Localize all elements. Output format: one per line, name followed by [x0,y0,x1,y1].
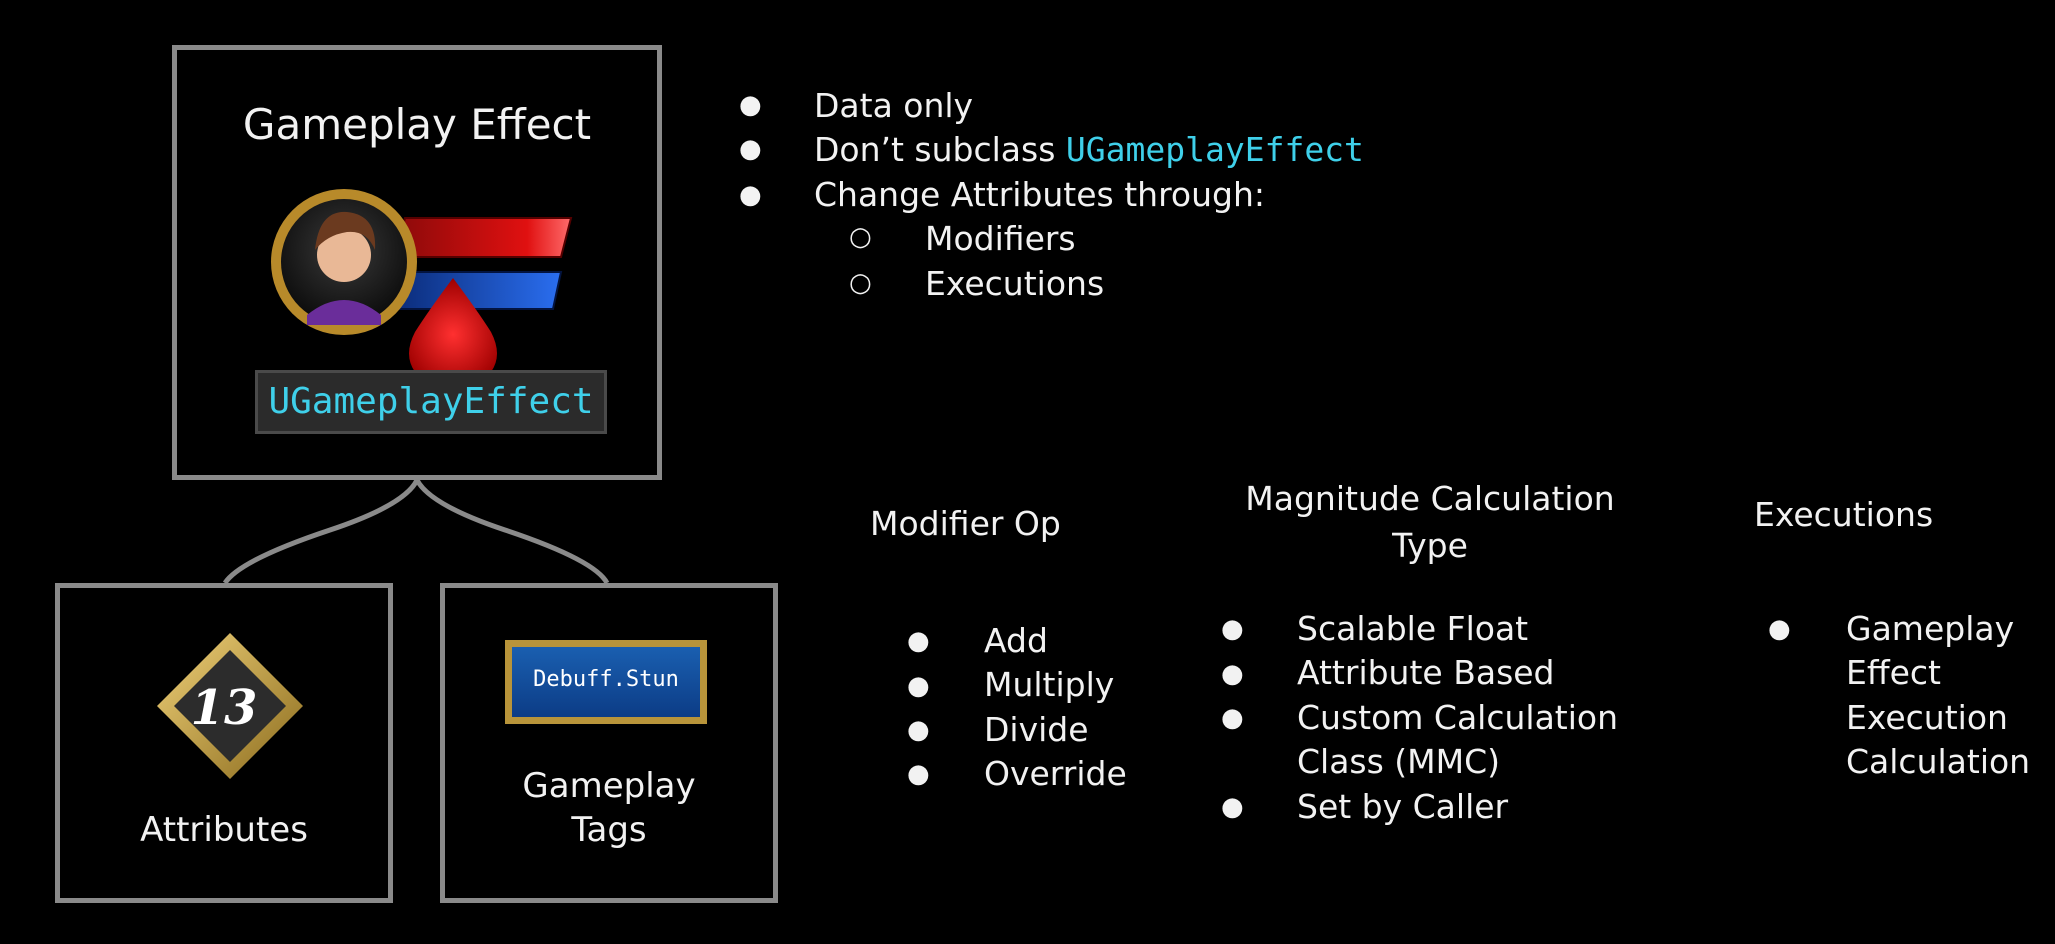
attribute-badge-number: 13 [190,680,258,736]
bullet-icon: ● [907,671,930,701]
modifier-op-item: Multiply [984,665,1115,704]
gameplay-effect-box: Gameplay Effect UGamepl [172,45,662,480]
gameplay-tags-label-line1: Gameplay [522,766,696,806]
attributes-label: Attributes [140,810,308,850]
executions-item-line2: Effect [1846,653,1941,692]
bullet-icon: ● [739,134,762,164]
magnitude-item: Set by Caller [1297,787,1509,826]
bullet-icon: ● [907,626,930,656]
bullet-icon: ● [1221,703,1244,733]
bullet-icon: ● [1768,614,1791,644]
bullet-icon: ● [739,90,762,120]
executions-item-line1: Gameplay [1846,609,2015,648]
class-label: UGameplayEffect [268,381,594,422]
note-item-2-text: Don’t subclass [814,130,1066,169]
magnitude-item: Attribute Based [1297,653,1555,692]
note-sub-1: Modifiers [925,219,1076,258]
executions-heading: Executions [1754,495,1934,534]
note-sub-2: Executions [925,264,1105,303]
gameplay-effect-title: Gameplay Effect [242,100,592,149]
executions-item-line4: Calculation [1846,742,2031,781]
note-item-1: Data only [814,86,974,125]
modifier-op-item: Override [984,754,1127,793]
note-item-2-code: UGameplayEffect [1065,130,1364,169]
gameplay-tags-label-line2: Tags [571,810,647,850]
modifier-op-item: Add [984,621,1048,660]
bullet-icon: ● [739,180,762,210]
gameplay-tags-box: Debuff.Stun Gameplay Tags [440,583,778,903]
magnitude-item: Custom Calculation [1297,698,1619,737]
note-item-3: Change Attributes through: [814,175,1266,214]
bullet-icon: ● [907,759,930,789]
attributes-box: 13 Attributes [55,583,393,903]
modifier-op-item: Divide [984,710,1089,749]
modifier-op-heading: Modifier Op [870,504,1061,543]
magnitude-heading-line2: Type [1392,526,1468,565]
bullet-icon: ● [907,715,930,745]
bullet-icon: ● [1221,792,1244,822]
executions-item-line3: Execution [1846,698,2008,737]
bullet-icon: ● [1221,614,1244,644]
attribute-badge-icon [157,633,303,779]
class-label-plate: UGameplayEffect [255,370,607,434]
tag-plate: Debuff.Stun [505,640,707,724]
magnitude-item: Scalable Float [1297,609,1529,648]
tag-label: Debuff.Stun [533,667,679,692]
magnitude-heading-line1: Magnitude Calculation [1245,479,1615,518]
magnitude-item-continuation: Class (MMC) [1297,742,1501,781]
hollow-bullet-icon: ○ [849,222,872,252]
bullet-icon: ● [1221,659,1244,689]
hollow-bullet-icon: ○ [849,268,872,298]
note-item-2: Don’t subclass UGameplayEffect [814,130,1364,169]
effect-icon [271,189,573,372]
